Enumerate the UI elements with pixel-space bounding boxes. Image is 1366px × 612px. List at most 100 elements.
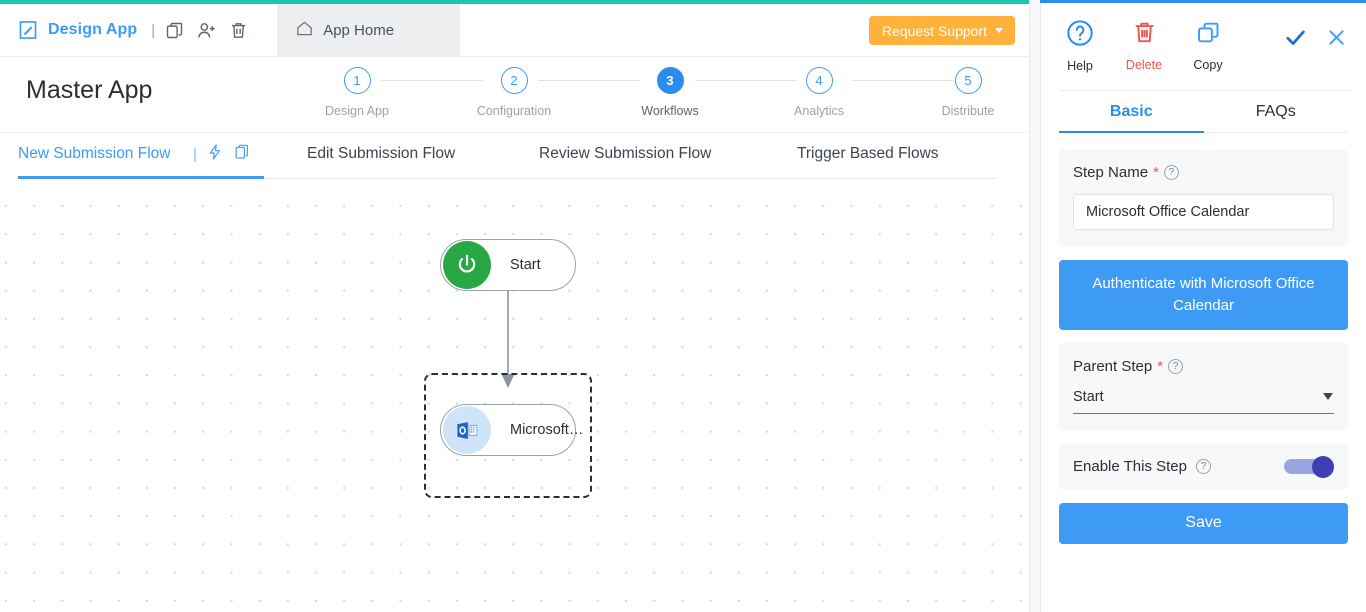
duplicate-icon[interactable] xyxy=(164,20,185,41)
progress-stepper: 1 Design App 2 Configuration 3 Workflows… xyxy=(325,67,1005,129)
add-user-icon[interactable] xyxy=(196,20,217,41)
toolbar-separator: | xyxy=(151,21,156,39)
flow-tab-icon-group: | xyxy=(193,143,251,166)
help-action[interactable]: Help xyxy=(1059,19,1101,73)
app-home-tab[interactable]: App Home xyxy=(277,4,461,56)
design-app-label[interactable]: Design App xyxy=(48,21,138,38)
chevron-down-icon xyxy=(1323,392,1333,400)
step-label: Analytics xyxy=(793,104,845,118)
panel-gutter xyxy=(1029,0,1040,612)
duplicate-icon[interactable] xyxy=(233,143,251,166)
toggle-knob xyxy=(1312,455,1334,478)
flow-tab-bar: New Submission Flow | Edit Submission Fl… xyxy=(0,133,1029,179)
delete-action[interactable]: Delete xyxy=(1123,19,1165,72)
tab-trigger-based-flows[interactable]: Trigger Based Flows xyxy=(797,145,939,162)
check-icon[interactable] xyxy=(1283,25,1308,55)
top-toolbar: Design App | xyxy=(0,4,1029,57)
help-icon[interactable]: ? xyxy=(1195,459,1211,474)
chevron-down-icon xyxy=(995,28,1003,33)
parent-step-value: Start xyxy=(1073,388,1104,405)
flow-tab-separator: | xyxy=(193,146,197,163)
page-title: Master App xyxy=(26,76,153,104)
tab-review-submission-flow[interactable]: Review Submission Flow xyxy=(539,145,712,162)
tab-basic[interactable]: Basic xyxy=(1109,102,1153,120)
step-properties-panel: Help Delete xyxy=(1040,3,1366,612)
help-circle-icon xyxy=(1066,19,1094,52)
close-icon[interactable] xyxy=(1325,26,1348,54)
step-name-label: Step Name xyxy=(1073,164,1149,181)
tab-faqs[interactable]: FAQs xyxy=(1255,102,1296,120)
enable-step-label-row: Enable This Step ? xyxy=(1073,458,1211,475)
trash-icon[interactable] xyxy=(228,20,249,41)
step-name-field-group: Step Name * ? xyxy=(1059,149,1348,247)
step-label: Design App xyxy=(325,104,389,118)
panel-tab-bar: Basic FAQs xyxy=(1059,91,1348,133)
step-name-input[interactable] xyxy=(1073,194,1334,230)
copy-action[interactable]: Copy xyxy=(1187,19,1229,72)
toolbar-left-group: Design App | xyxy=(0,4,249,56)
parent-step-select[interactable]: Start xyxy=(1073,388,1334,414)
step-label: Distribute xyxy=(941,104,995,118)
step-number: 1 xyxy=(343,67,371,94)
parent-step-label: Parent Step xyxy=(1073,357,1153,375)
step-label: Workflows xyxy=(641,104,699,118)
edit-square-icon[interactable] xyxy=(17,19,39,41)
main-area: Design App | xyxy=(0,4,1029,612)
stepper-step-5[interactable]: 5 Distribute xyxy=(913,67,1023,118)
copy-label: Copy xyxy=(1193,58,1223,72)
enable-step-group: Enable This Step ? xyxy=(1059,443,1348,490)
help-icon[interactable]: ? xyxy=(1163,165,1179,180)
step-number: 3 xyxy=(656,67,684,94)
enable-step-toggle[interactable] xyxy=(1284,455,1334,478)
app-home-label: App Home xyxy=(323,21,395,39)
active-panel-tab-indicator xyxy=(1059,130,1204,133)
request-support-button[interactable]: Request Support xyxy=(868,16,1015,45)
stepper-connector xyxy=(695,80,797,81)
node-selection-box[interactable] xyxy=(424,373,592,498)
workflow-node-microsoft-office-calendar[interactable]: Microsoft… xyxy=(440,404,583,456)
step-number: 4 xyxy=(805,67,833,94)
node-label: Start xyxy=(510,257,541,273)
step-name-label-row: Step Name * ? xyxy=(1073,164,1334,181)
panel-divider xyxy=(1059,90,1350,91)
active-tab-indicator xyxy=(18,176,264,179)
power-icon xyxy=(443,241,491,289)
home-icon xyxy=(295,19,314,42)
save-button[interactable]: Save xyxy=(1059,502,1348,544)
trash-icon xyxy=(1131,19,1158,51)
workflow-edge xyxy=(501,291,515,388)
tab-new-submission-flow[interactable]: New Submission Flow xyxy=(18,145,171,162)
required-marker: * xyxy=(1153,164,1159,181)
stepper-step-2[interactable]: 2 Configuration xyxy=(459,67,569,118)
panel-body: Step Name * ? Authenticate with Microsof… xyxy=(1041,133,1366,544)
parent-step-label-row: Parent Step * ? xyxy=(1073,358,1334,375)
panel-accent-bar xyxy=(1029,0,1366,3)
panel-confirm-group xyxy=(1283,25,1348,55)
microsoft-outlook-calendar-icon xyxy=(443,406,491,454)
tab-edit-submission-flow[interactable]: Edit Submission Flow xyxy=(307,145,456,162)
stepper-connector xyxy=(538,80,640,81)
request-support-label: Request Support xyxy=(881,22,987,39)
enable-step-label: Enable This Step xyxy=(1073,458,1187,475)
step-number: 2 xyxy=(500,67,528,94)
workflow-node-start[interactable]: Start xyxy=(440,239,576,291)
lightning-icon[interactable] xyxy=(206,143,224,166)
required-marker: * xyxy=(1157,357,1164,375)
workflow-canvas[interactable]: Start xyxy=(0,180,1029,612)
delete-label: Delete xyxy=(1125,58,1163,72)
stepper-step-4[interactable]: 4 Analytics xyxy=(764,67,874,118)
stepper-connector xyxy=(852,80,954,81)
stepper-step-1[interactable]: 1 Design App xyxy=(302,67,412,118)
top-accent-bar xyxy=(0,0,1029,4)
node-label: Microsoft… xyxy=(510,422,584,438)
header-row: Master App 1 Design App 2 Configuration … xyxy=(0,57,1029,133)
step-label: Configuration xyxy=(476,104,552,118)
panel-action-bar: Help Delete xyxy=(1041,3,1366,91)
help-icon[interactable]: ? xyxy=(1168,358,1184,374)
stepper-step-3[interactable]: 3 Workflows xyxy=(615,67,725,118)
stepper-connector xyxy=(381,80,483,81)
authenticate-button[interactable]: Authenticate with Microsoft Office Calen… xyxy=(1059,260,1348,330)
flow-tab-underline xyxy=(18,178,997,179)
step-number: 5 xyxy=(954,67,982,94)
